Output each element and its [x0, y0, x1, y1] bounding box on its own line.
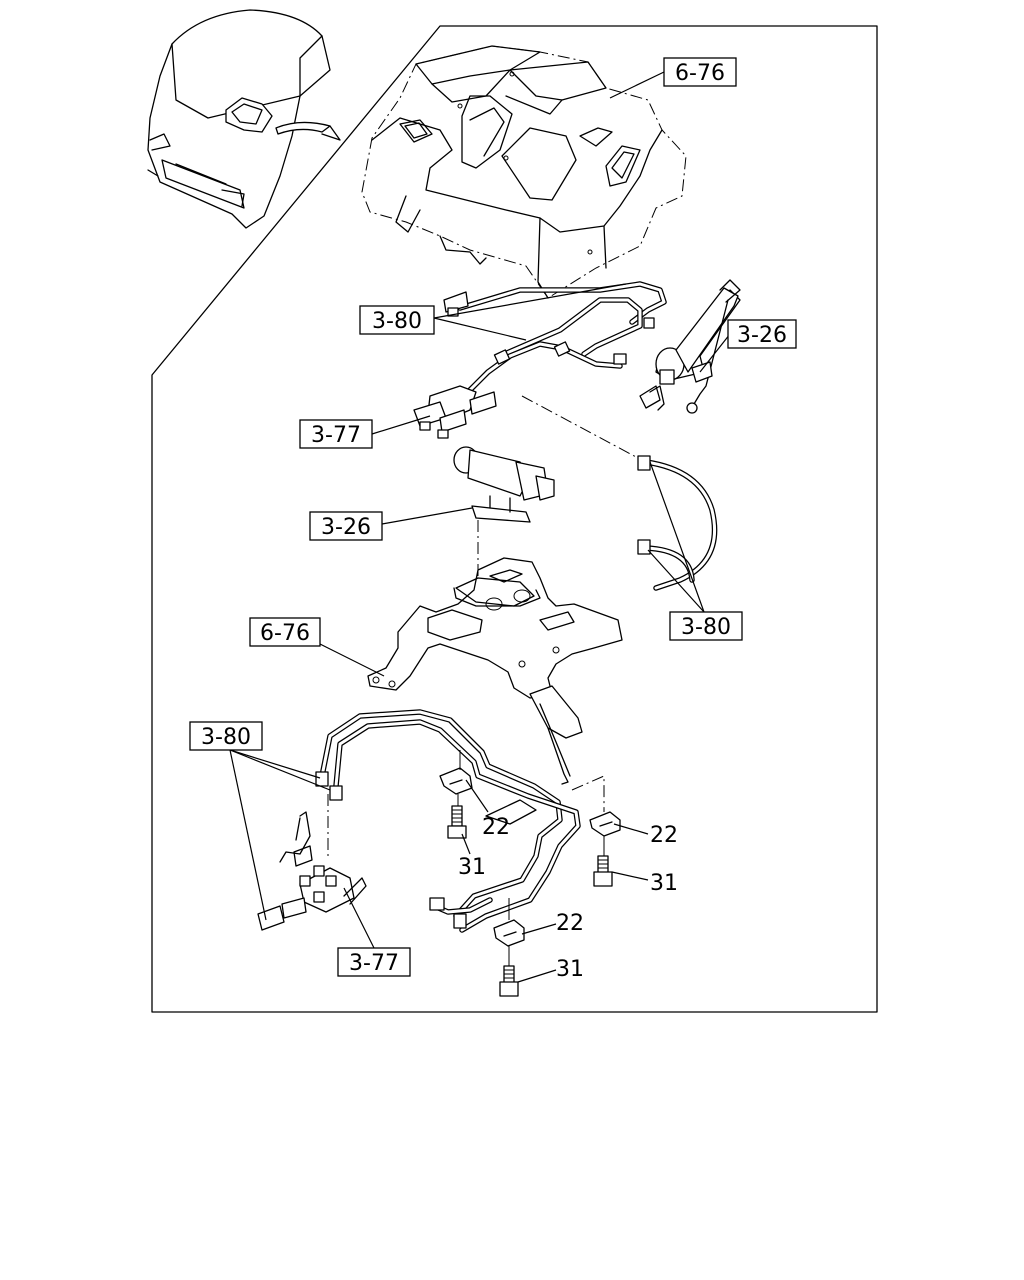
mounting-bracket [367, 557, 623, 785]
cylinder-middle [453, 446, 555, 523]
svg-text:3-26: 3-26 [321, 515, 371, 540]
svg-text:3-77: 3-77 [311, 423, 361, 448]
valve-lower [257, 811, 367, 931]
svg-text:3-26: 3-26 [737, 323, 787, 348]
leader-lines [229, 71, 731, 983]
part-number-clip-a: 22 [482, 815, 510, 840]
callout-bracket: 6-76 [249, 617, 321, 647]
valve-upper [413, 291, 497, 439]
cylinder-right [639, 279, 741, 414]
clip-c [493, 919, 525, 947]
clip-b [589, 811, 621, 837]
part-number-clip-c: 22 [556, 911, 584, 936]
callout-hose-right: 3-80 [669, 611, 743, 641]
diagram-frame [151, 25, 878, 1013]
callout-cylinder-right: 3-26 [727, 319, 797, 349]
truck-cab-thumbnail [147, 9, 341, 229]
hose-right [637, 455, 718, 591]
bolt-c [499, 965, 519, 997]
guide-line-1 [521, 395, 639, 459]
part-number-bolt-a: 31 [458, 855, 486, 880]
upper-pipe-assembly [457, 281, 667, 393]
guide-line-4 [571, 775, 605, 812]
svg-text:3-80: 3-80 [201, 725, 251, 750]
svg-text:6-76: 6-76 [260, 621, 310, 646]
bolt-a [447, 805, 467, 839]
callout-cylinder-middle: 3-26 [309, 511, 383, 541]
callout-valve-lower: 3-77 [337, 947, 411, 977]
part-number-bolt-c: 31 [556, 957, 584, 982]
part-number-bolt-b: 31 [650, 871, 678, 896]
part-number-clip-b: 22 [650, 823, 678, 848]
callout-cover-top: 6-76 [663, 57, 737, 87]
bolt-b [593, 855, 613, 887]
callout-valve-upper: 3-77 [299, 419, 373, 449]
svg-text:3-80: 3-80 [681, 615, 731, 640]
svg-text:3-80: 3-80 [372, 309, 422, 334]
lower-pipe-assembly [315, 709, 581, 933]
console-cover [361, 45, 687, 299]
callout-pipe-upper: 3-80 [359, 305, 435, 335]
callout-pipe-lower: 3-80 [189, 721, 263, 751]
svg-text:3-77: 3-77 [349, 951, 399, 976]
svg-text:6-76: 6-76 [675, 61, 725, 86]
